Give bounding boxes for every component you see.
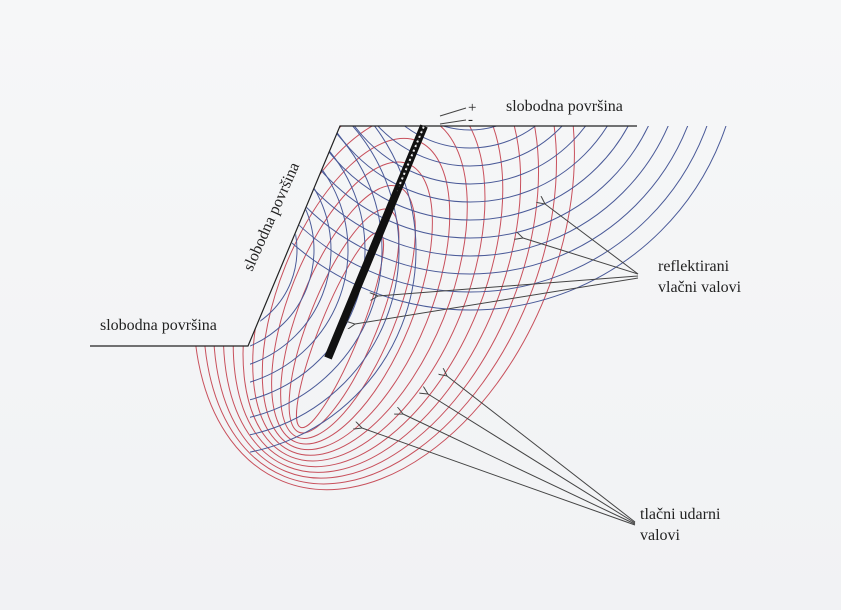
reflected-wave-front-slope xyxy=(250,126,349,389)
plus-leader xyxy=(439,107,467,117)
reflected-wave-fronts xyxy=(250,126,741,457)
reflected-wave-front-slope xyxy=(250,126,383,423)
compressive-arrow-2 xyxy=(428,394,636,524)
reflected-wave-front-top xyxy=(253,126,687,257)
reflected-wave-front-top xyxy=(289,126,651,221)
free-surface-top-label: slobodna površina xyxy=(506,98,623,115)
reflected-wave-front-top xyxy=(250,126,741,311)
reflected-wave-front-slope xyxy=(250,126,400,440)
reflected-wave-front-slope xyxy=(250,162,298,338)
free-surface-outline xyxy=(90,125,637,347)
compressive-wave-fronts xyxy=(193,126,575,491)
reflected-wave-front-top xyxy=(325,126,615,185)
reflected-wave-front-top xyxy=(361,126,579,149)
reflected-arrow-2 xyxy=(523,238,639,275)
reflected-arrow-4 xyxy=(355,277,639,324)
compressive-waves-arrows xyxy=(362,376,636,526)
reflected-wave-front-slope xyxy=(250,128,332,372)
reflected-wave-front-top xyxy=(271,126,669,239)
reflected-arrow-1 xyxy=(545,204,639,275)
reflected-arrow-3 xyxy=(378,275,639,296)
blast-hole-charge-icon xyxy=(324,124,428,360)
compressive-arrow-4 xyxy=(362,428,636,526)
compressive-waves-label-line1: tlačni udarni xyxy=(640,506,721,523)
minus-leader xyxy=(439,119,467,125)
free-surface-left-label: slobodna površina xyxy=(100,317,217,334)
reflected-wave-front-top xyxy=(307,126,633,203)
reflected-waves-arrows xyxy=(355,204,639,324)
reflected-wave-front-slope xyxy=(250,126,366,406)
reflected-wave-front-top xyxy=(379,126,561,131)
reflected-waves-label-line1: reflektirani xyxy=(658,258,730,275)
reflected-wave-front-top xyxy=(250,126,705,275)
compressive-wave-front xyxy=(193,126,575,491)
compressive-wave-front xyxy=(212,126,540,479)
compressive-arrow-1 xyxy=(447,376,636,523)
reflected-wave-front-top xyxy=(343,126,597,167)
reflected-wave-front-top xyxy=(250,126,723,293)
reflected-wave-front-slope xyxy=(250,126,417,457)
compressive-arrow-3 xyxy=(403,414,636,525)
compressive-waves-label-line2: valovi xyxy=(640,527,681,544)
reflected-waves-label-line2: vlačni valovi xyxy=(658,279,742,296)
reflected-wave-front-slope xyxy=(250,145,315,355)
minus-sign: - xyxy=(468,112,473,128)
free-surface-slope-label: slobodna površina xyxy=(240,160,303,274)
plus-sign: + xyxy=(468,100,476,116)
